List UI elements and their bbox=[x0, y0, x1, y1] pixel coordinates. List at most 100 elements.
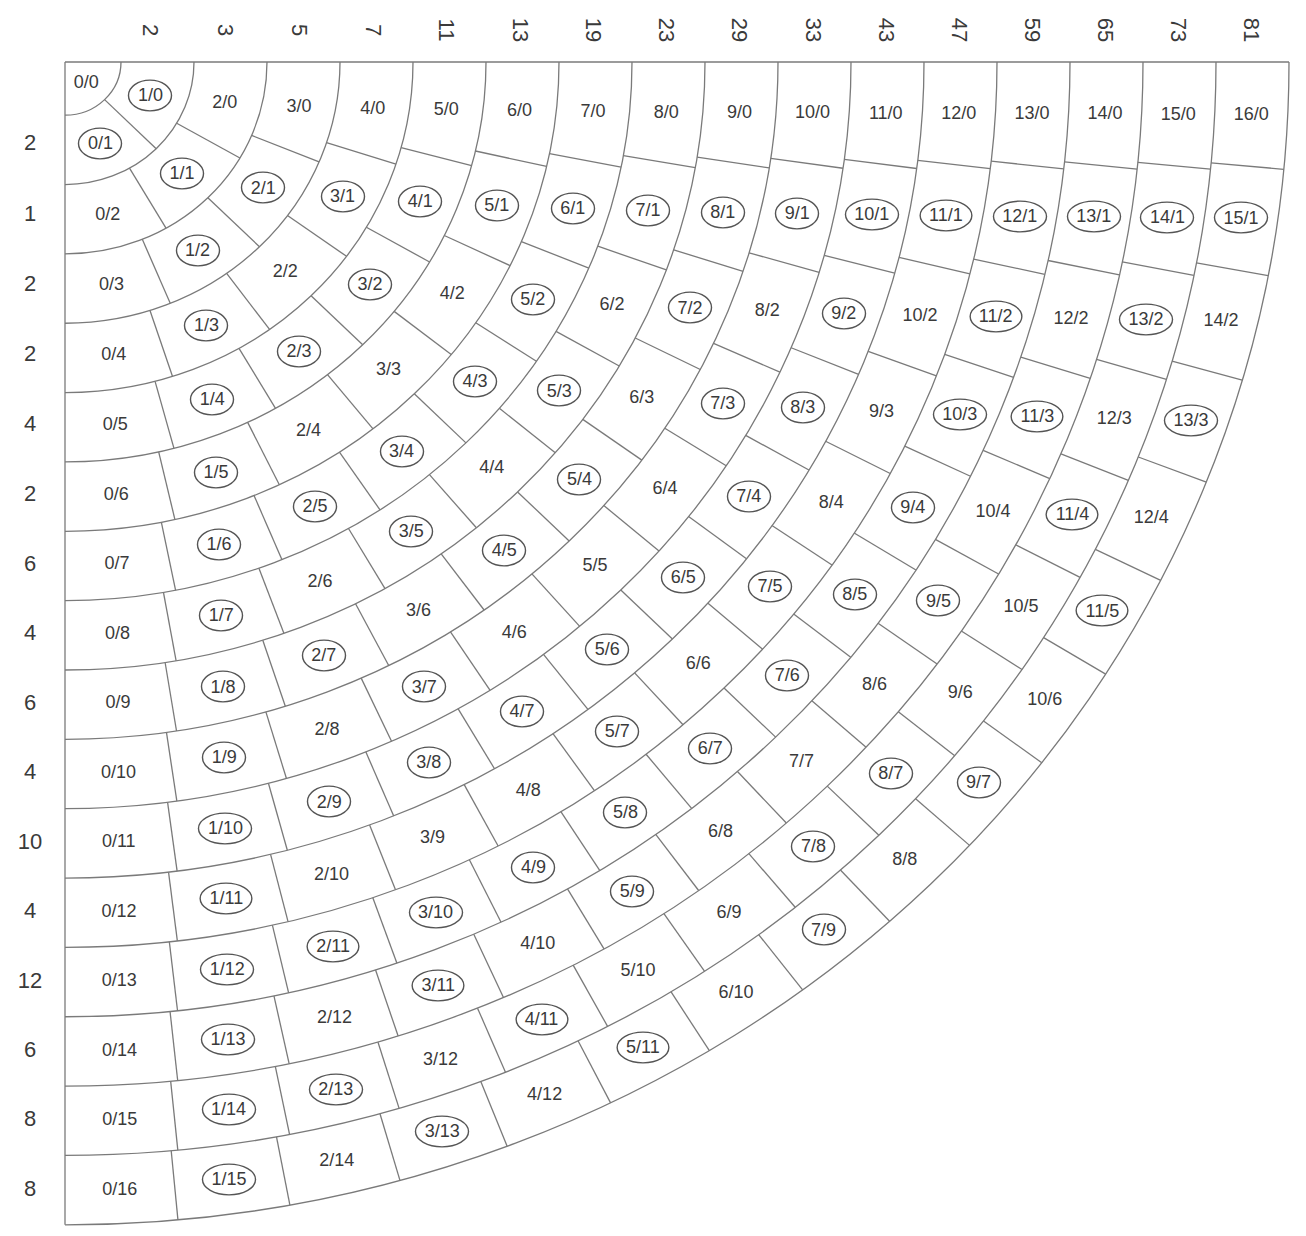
cell-divider bbox=[349, 528, 386, 588]
fraction-cell: 0/5 bbox=[91, 407, 139, 442]
fraction-text: 3/2 bbox=[358, 274, 383, 295]
fraction-cell: 1/3 bbox=[182, 308, 230, 343]
cell-divider bbox=[163, 592, 176, 660]
cell-divider bbox=[983, 450, 1050, 478]
cell-divider bbox=[171, 1081, 178, 1150]
fraction-cell: 8/8 bbox=[881, 842, 929, 877]
cell-divider bbox=[664, 914, 705, 972]
cell-divider bbox=[1122, 262, 1194, 276]
fraction-cell: 10/3 bbox=[931, 397, 989, 432]
cell-divider bbox=[478, 1008, 506, 1072]
fraction-text: 7/2 bbox=[677, 298, 702, 319]
cell-divider bbox=[532, 574, 580, 626]
fraction-text: 14/2 bbox=[1203, 310, 1238, 331]
fraction-text: 5/4 bbox=[567, 469, 592, 490]
fraction-text: 0/11 bbox=[102, 831, 136, 852]
cell-divider bbox=[635, 338, 700, 369]
fraction-text: 2/14 bbox=[319, 1150, 354, 1171]
fraction-text: 2/4 bbox=[296, 420, 321, 441]
fraction-text: 1/3 bbox=[194, 315, 219, 336]
fraction-text: 0/7 bbox=[104, 553, 129, 574]
fraction-cell: 15/1 bbox=[1212, 200, 1270, 235]
fraction-text: 5/2 bbox=[520, 289, 545, 310]
band-arc bbox=[65, 62, 924, 878]
fraction-cell: 3/11 bbox=[410, 968, 466, 1003]
fraction-cell: 0/4 bbox=[90, 337, 138, 372]
cell-divider bbox=[635, 673, 683, 725]
fraction-text: 0/4 bbox=[101, 344, 126, 365]
fraction-text: 3/7 bbox=[412, 677, 437, 698]
cell-divider bbox=[1021, 357, 1090, 378]
fraction-cell: 3/13 bbox=[413, 1114, 471, 1149]
fraction-text: 2/6 bbox=[308, 571, 333, 592]
fraction-text: 4/7 bbox=[509, 701, 534, 722]
row-count: 8 bbox=[24, 1107, 36, 1131]
fraction-cell: 3/3 bbox=[365, 352, 413, 387]
row-count: 10 bbox=[18, 830, 42, 854]
fraction-cell: 4/8 bbox=[504, 773, 552, 808]
fraction-text: 10/0 bbox=[795, 102, 830, 123]
fraction-text: 15/0 bbox=[1161, 104, 1196, 125]
fraction-text: 2/12 bbox=[317, 1007, 352, 1028]
fraction-cell: 9/5 bbox=[914, 583, 962, 618]
cell-divider bbox=[945, 354, 1014, 377]
cell-divider bbox=[518, 492, 570, 541]
fraction-cell: 11/0 bbox=[858, 96, 914, 131]
fraction-text: 5/9 bbox=[620, 881, 645, 902]
fraction-text: 8/7 bbox=[878, 763, 903, 784]
fraction-text: 1/1 bbox=[170, 163, 195, 184]
fraction-cell: 4/0 bbox=[349, 91, 397, 126]
fraction-text: 1/8 bbox=[210, 677, 235, 698]
band-arc bbox=[65, 62, 486, 462]
fraction-text: 0/2 bbox=[95, 204, 120, 225]
cell-divider bbox=[208, 198, 260, 247]
row-count: 4 bbox=[24, 412, 36, 436]
fraction-text: 7/6 bbox=[775, 665, 800, 686]
cell-divider bbox=[366, 752, 394, 816]
cell-divider bbox=[568, 889, 605, 949]
cell-divider bbox=[583, 419, 642, 460]
cell-divider bbox=[274, 996, 289, 1064]
cell-divider bbox=[166, 732, 176, 801]
fraction-cell: 8/1 bbox=[699, 195, 747, 230]
cell-divider bbox=[724, 688, 776, 737]
column-total: 3 bbox=[213, 24, 237, 36]
fraction-text: 16/0 bbox=[1234, 104, 1269, 125]
row-count: 4 bbox=[24, 760, 36, 784]
cell-divider bbox=[159, 452, 175, 520]
fraction-text: 2/9 bbox=[317, 792, 342, 813]
band-arc bbox=[65, 62, 705, 670]
fraction-cell: 8/0 bbox=[642, 94, 690, 129]
fraction-cell: 10/4 bbox=[964, 494, 1022, 529]
fraction-text: 8/6 bbox=[862, 674, 887, 695]
fraction-cell: 4/1 bbox=[396, 184, 444, 219]
fraction-cell: 1/14 bbox=[200, 1092, 258, 1127]
fraction-text: 12/0 bbox=[941, 103, 976, 124]
column-total: 5 bbox=[287, 24, 311, 36]
fraction-cell: 5/11 bbox=[615, 1030, 671, 1065]
fraction-text: 1/12 bbox=[210, 959, 245, 980]
column-total: 81 bbox=[1239, 18, 1263, 42]
fraction-cell: 12/1 bbox=[991, 199, 1049, 234]
fraction-text: 3/3 bbox=[376, 359, 401, 380]
cell-divider bbox=[150, 310, 173, 376]
fraction-text: 2/1 bbox=[251, 178, 276, 199]
fraction-cell: 10/5 bbox=[992, 589, 1050, 624]
cell-divider bbox=[991, 161, 1064, 169]
fraction-cell: 6/7 bbox=[686, 731, 734, 766]
fraction-cell: 7/0 bbox=[569, 94, 617, 129]
fraction-text: 9/2 bbox=[831, 303, 856, 324]
fraction-cell: 0/14 bbox=[91, 1033, 149, 1068]
fraction-cell: 13/1 bbox=[1065, 199, 1123, 234]
fraction-cell: 5/2 bbox=[509, 282, 557, 317]
fraction-cell: 1/8 bbox=[199, 669, 247, 704]
fraction-cell: 5/1 bbox=[473, 188, 521, 223]
cell-divider bbox=[239, 348, 276, 408]
fraction-cell: 3/10 bbox=[407, 895, 465, 930]
cell-divider bbox=[441, 554, 484, 610]
fraction-cell: 7/7 bbox=[777, 744, 825, 779]
fraction-text: 6/6 bbox=[686, 653, 711, 674]
fraction-text: 5/3 bbox=[547, 381, 572, 402]
band-arc bbox=[65, 62, 997, 947]
fraction-text: 7/7 bbox=[789, 751, 814, 772]
